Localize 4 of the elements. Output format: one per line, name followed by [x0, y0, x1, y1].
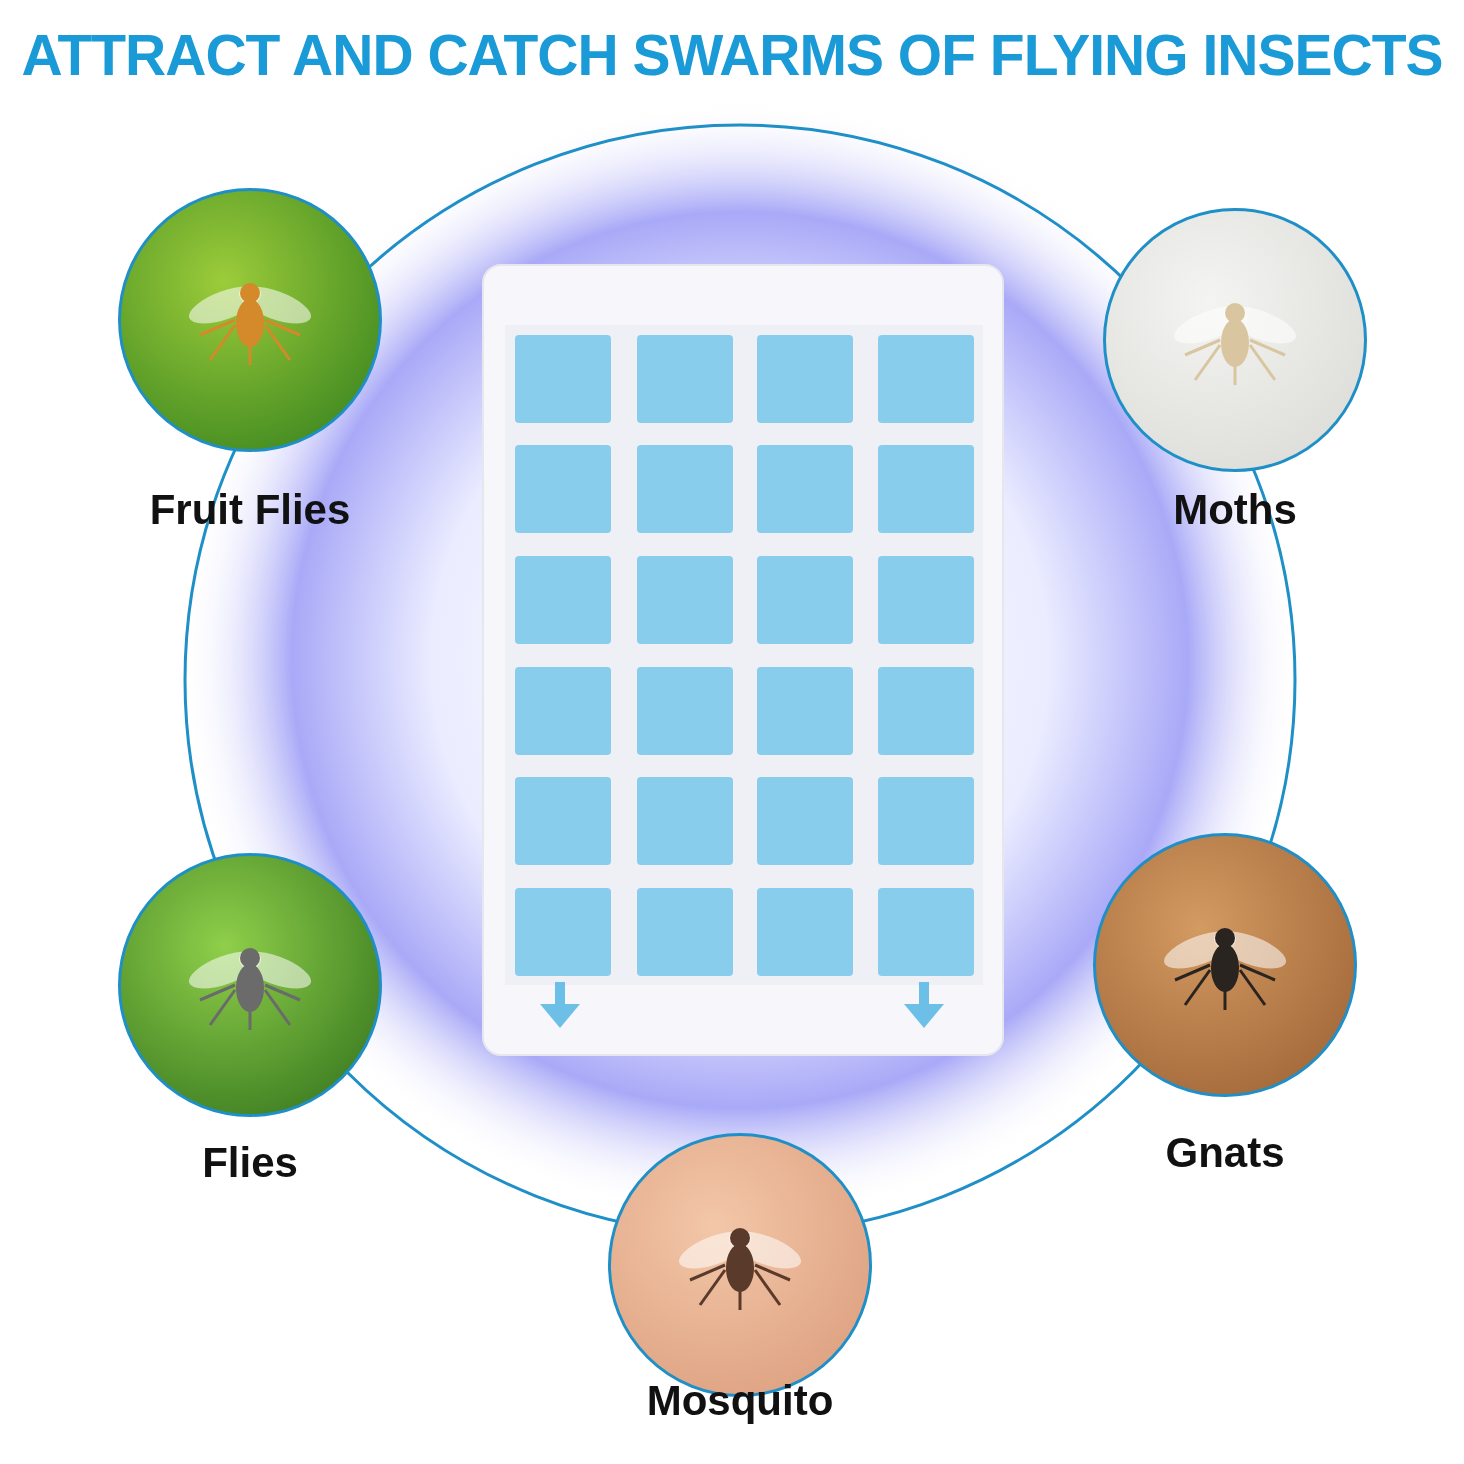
title: ATTRACT AND CATCH SWARMS OF FLYING INSECTS — [20, 22, 1444, 88]
insect-name: Mosquito — [646, 1377, 834, 1425]
insect-name: Gnats — [1165, 1129, 1285, 1177]
insect-name: Flies — [202, 1139, 298, 1187]
